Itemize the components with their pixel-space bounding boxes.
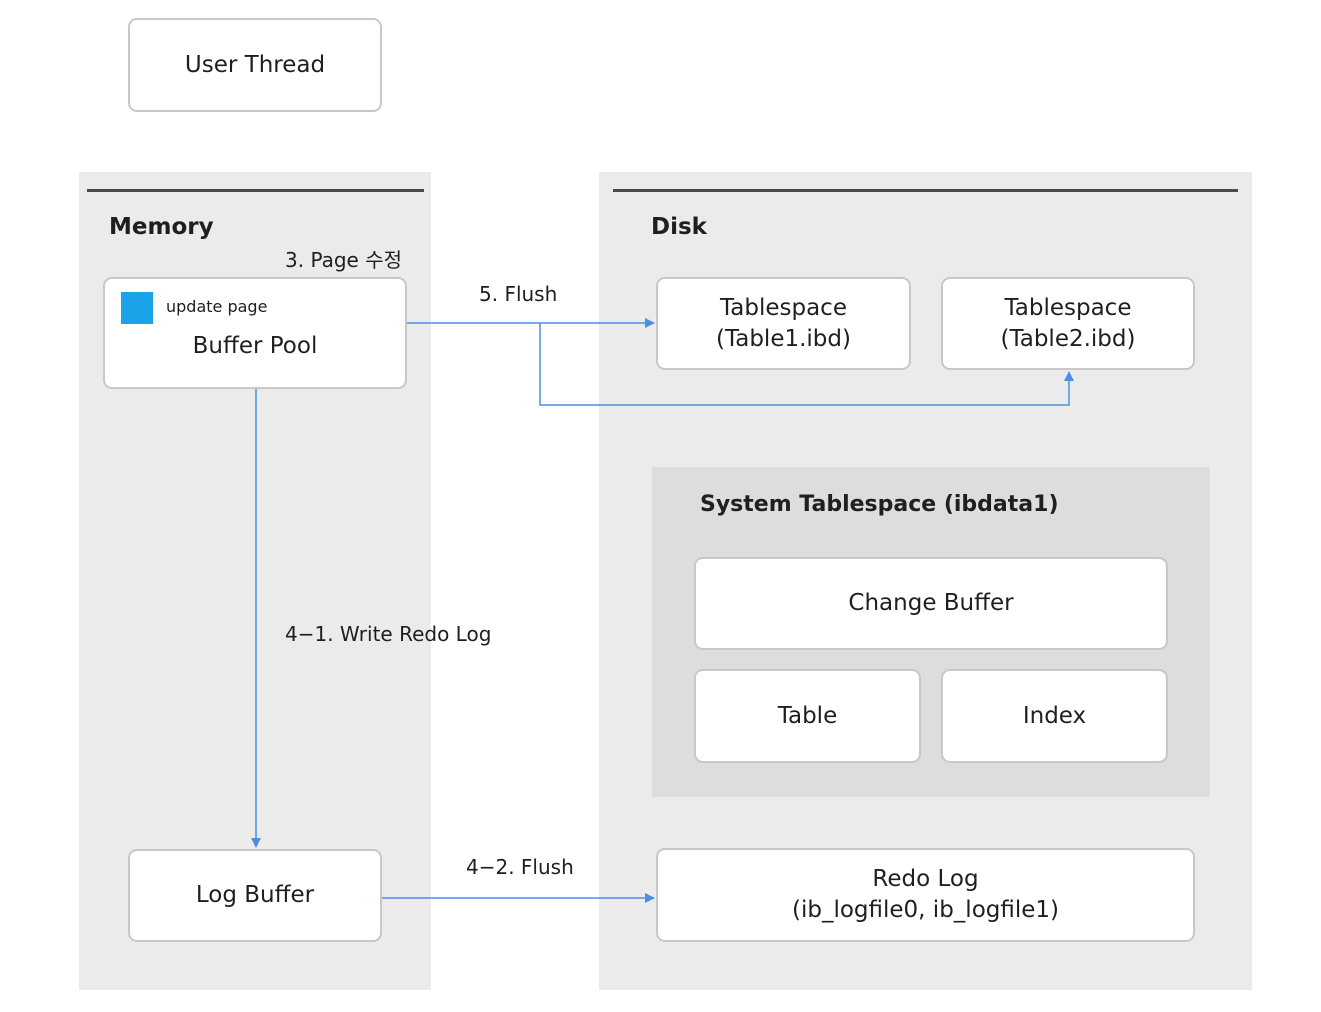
tablespace-table2-title: Tablespace xyxy=(1004,294,1132,321)
redo-log-title: Redo Log xyxy=(872,866,979,892)
change-buffer-box: Change Buffer xyxy=(694,557,1168,650)
system-tablespace-title: System Tablespace (ibdata1) xyxy=(700,492,1059,517)
log-buffer-label: Log Buffer xyxy=(195,882,315,908)
tablespace-table2-box: Tablespace (Table2.ibd) xyxy=(941,277,1195,370)
update-page-icon xyxy=(121,292,153,324)
table-box: Table xyxy=(694,669,921,763)
disk-title: Disk xyxy=(651,214,707,240)
memory-title: Memory xyxy=(109,214,214,240)
table-label: Table xyxy=(777,702,838,729)
disk-divider xyxy=(613,189,1238,192)
page-modify-annotation: 3. Page 수정 xyxy=(285,248,403,272)
redo-log-box: Redo Log (ib_logfile0, ib_logfile1) xyxy=(656,848,1195,942)
tablespace-table2-file: (Table2.ibd) xyxy=(1000,325,1136,352)
update-page-label: update page xyxy=(166,297,268,316)
index-box: Index xyxy=(941,669,1168,763)
tablespace-table1-box: Tablespace (Table1.ibd) xyxy=(656,277,911,370)
buffer-pool-label: Buffer Pool xyxy=(192,333,318,359)
flush-tablespace-annotation: 5. Flush xyxy=(479,282,558,306)
change-buffer-label: Change Buffer xyxy=(848,590,1014,616)
redo-log-files: (ib_logfile0, ib_logfile1) xyxy=(792,897,1059,923)
user-thread-box: User Thread xyxy=(128,18,382,112)
log-buffer-box: Log Buffer xyxy=(128,849,382,942)
tablespace-table1-title: Tablespace xyxy=(720,294,847,321)
memory-divider xyxy=(87,189,424,192)
buffer-pool-box: Buffer Pool xyxy=(103,277,407,389)
index-label: Index xyxy=(1022,702,1087,729)
write-redo-annotation: 4−1. Write Redo Log xyxy=(285,622,492,646)
user-thread-label: User Thread xyxy=(184,51,326,78)
flush-redo-annotation: 4−2. Flush xyxy=(466,855,574,879)
tablespace-table1-file: (Table1.ibd) xyxy=(716,325,851,352)
